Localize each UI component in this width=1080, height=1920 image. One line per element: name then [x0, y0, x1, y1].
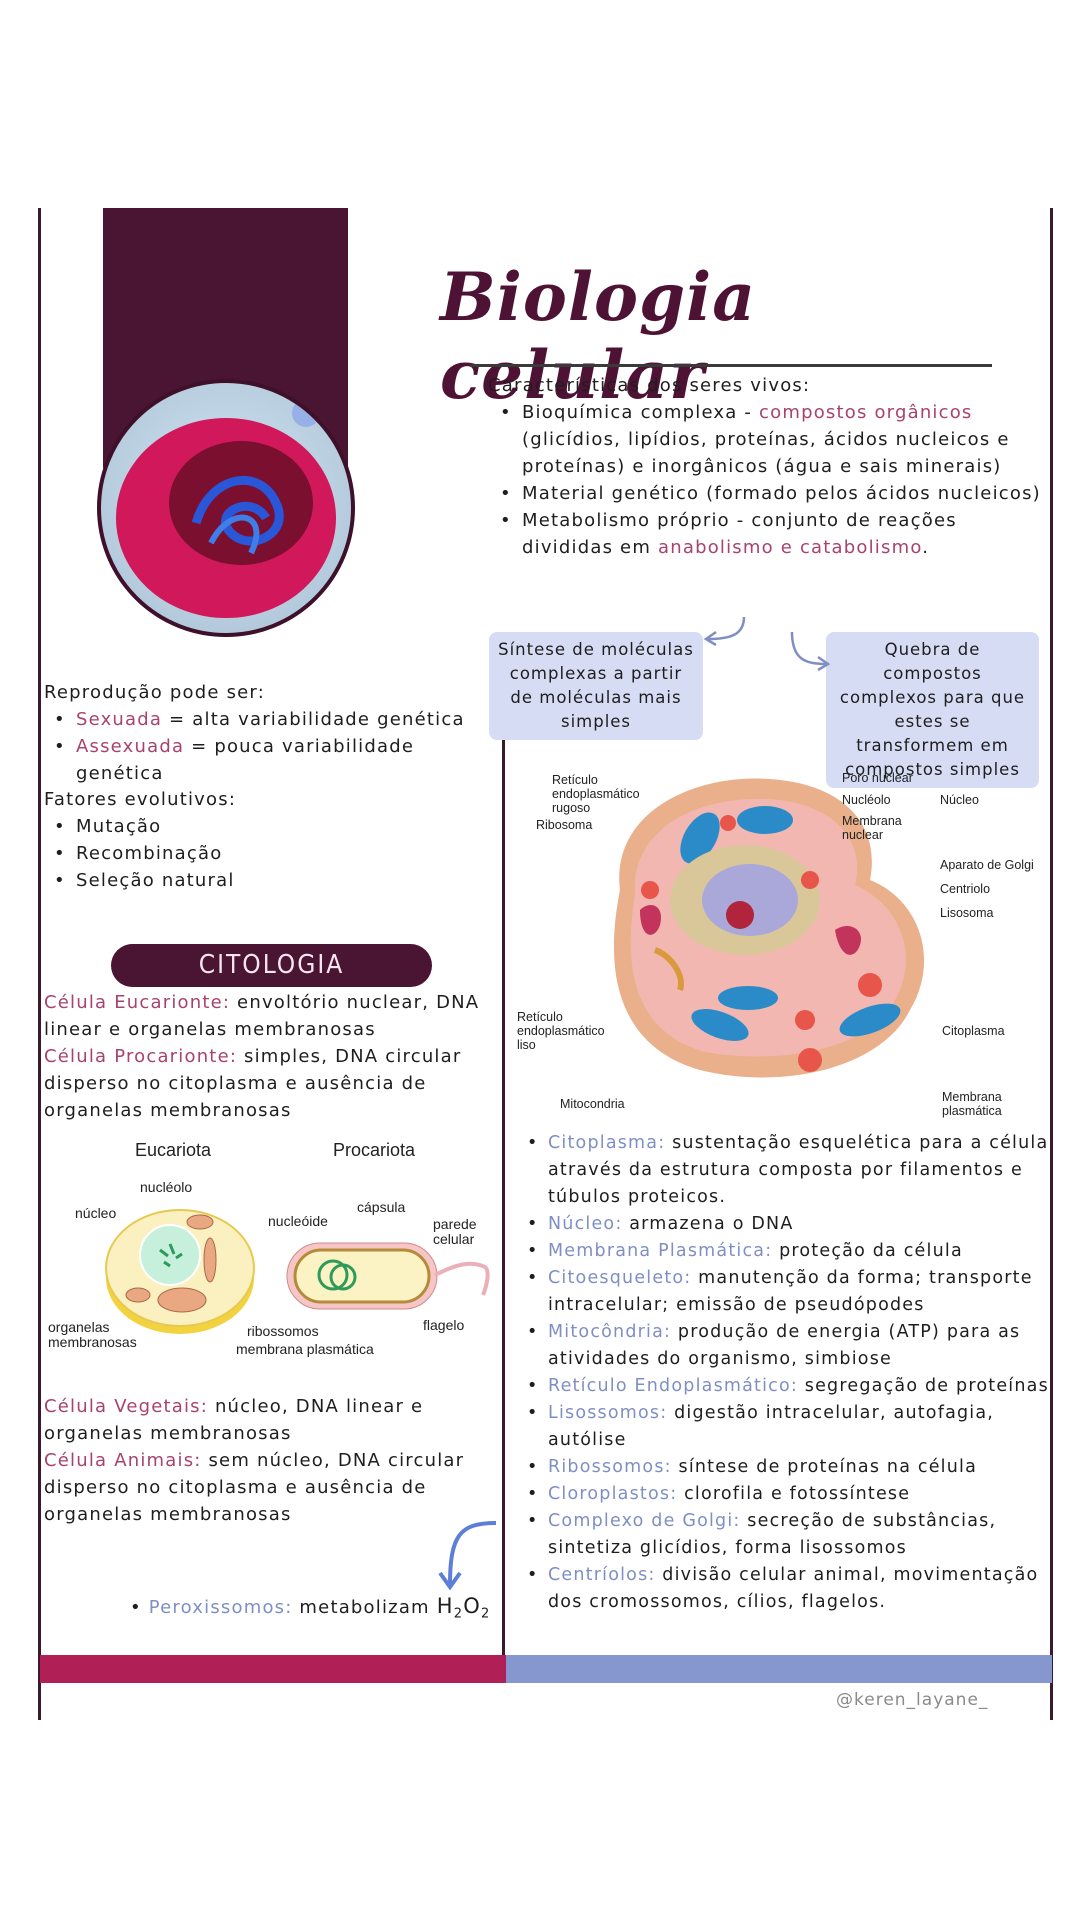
page-title: Biologia celular [440, 258, 756, 414]
frame-left-line [38, 208, 41, 1720]
label-nucleoide: nucleóide [268, 1213, 328, 1229]
label-ribosoma: Ribosoma [536, 818, 593, 832]
eucariota-diagram-icon [105, 1209, 255, 1334]
procarionte-def: Célula Procarionte: simples, DNA circula… [44, 1046, 462, 1121]
label-lisosoma: Lisosoma [940, 906, 994, 920]
fator-item: Recombinação [44, 840, 504, 867]
bullet: • [130, 1597, 149, 1618]
label-nucleo-cell: Núcleo [940, 793, 979, 807]
label-poro-nuclear: Poro nuclear [842, 771, 913, 785]
eucariota-title: Eucariota [135, 1140, 212, 1160]
label-ribossomos: ribossomos [247, 1323, 319, 1339]
animal-cell-illustration-icon [613, 778, 925, 1078]
procariota-title: Procariota [333, 1140, 416, 1160]
caracteristica-item: Metabolismo próprio - conjunto de reaçõe… [488, 507, 1048, 561]
label-flagelo: flagelo [423, 1317, 465, 1333]
label-centriolo: Centriolo [940, 882, 991, 896]
organela-item: Membrana Plasmática: proteção da célula [520, 1238, 1050, 1265]
reproducao-section: Reprodução pode ser: Sexuada = alta vari… [44, 679, 504, 787]
peroxissomos-item: • Peroxissomos: metabolizam H2O2 [130, 1594, 491, 1622]
frame-right-line [1050, 208, 1053, 1720]
cell-model-photo [97, 379, 355, 637]
eucarionte-def: Célula Eucarionte: envoltório nuclear, D… [44, 992, 480, 1040]
label-mitocondria: Mitocondria [560, 1097, 625, 1111]
organela-item: Citoesqueleto: manutenção da forma; tran… [520, 1265, 1050, 1319]
caracteristica-item: Bioquímica complexa - compostos orgânico… [488, 399, 1048, 480]
reproducao-item: Sexuada = alta variabilidade genética [44, 706, 504, 733]
title-underline [470, 364, 992, 367]
organela-item: Lisossomos: digestão intracelular, autof… [520, 1400, 1050, 1454]
procariota-diagram-icon [286, 1242, 490, 1310]
fator-item: Seleção natural [44, 867, 504, 894]
fatores-heading: Fatores evolutivos: [44, 789, 237, 810]
label-reticulo-rugoso: Retículo endoplasmático rugoso [552, 773, 640, 815]
label-nucleolo: nucléolo [140, 1179, 193, 1195]
caracteristica-item: Material genético (formado pelos ácidos … [488, 480, 1048, 507]
arrow-to-catabolismo-icon [790, 631, 831, 672]
footer-bar-blue [506, 1655, 1052, 1683]
arrow-to-anabolismo-icon [703, 616, 746, 647]
author-credit: @keren_layane_ [836, 1690, 989, 1710]
label-organelas: organelas membranosas [48, 1319, 137, 1350]
label-membrana-plasmatica-cell: Membrana plasmática [942, 1090, 1002, 1118]
reproducao-item: Assexuada = pouca variabilidade genética [44, 733, 504, 787]
caracteristicas-section: Características dos seres vivos: Bioquím… [488, 372, 1048, 561]
column-divider [502, 737, 505, 1655]
organela-item: Núcleo: armazena o DNA [520, 1211, 1050, 1238]
fatores-section: Fatores evolutivos: Mutação Recombinação… [44, 786, 504, 894]
anabolismo-note: Síntese de moléculas complexas a partir … [489, 632, 703, 740]
organela-item: Complexo de Golgi: secreção de substânci… [520, 1508, 1050, 1562]
label-capsula: cápsula [357, 1199, 406, 1215]
citologia-text: Célula Eucarionte: envoltório nuclear, D… [44, 989, 499, 1124]
label-membrana-plasmatica: membrana plasmática [236, 1341, 374, 1357]
cell-model-icon [116, 399, 336, 618]
organela-item: Retículo Endoplasmático: segregação de p… [520, 1373, 1050, 1400]
label-golgi: Aparato de Golgi [940, 858, 1034, 872]
arrow-to-peroxissomos-icon [438, 1521, 497, 1591]
organela-item: Citoplasma: sustentação esquelética para… [520, 1130, 1050, 1211]
caracteristicas-heading: Características dos seres vivos: [488, 375, 811, 396]
reproducao-heading: Reprodução pode ser: [44, 682, 265, 703]
label-membrana-nuclear: Membrana nuclear [842, 814, 902, 842]
citologia-heading: CITOLOGIA [111, 944, 432, 987]
organelas-list: Citoplasma: sustentação esquelética para… [520, 1130, 1050, 1616]
fator-item: Mutação [44, 813, 504, 840]
label-parede-celular: parede celular [433, 1216, 477, 1247]
organela-item: Mitocôndria: produção de energia (ATP) p… [520, 1319, 1050, 1373]
label-nucleo: núcleo [75, 1205, 117, 1221]
label-citoplasma-cell: Citoplasma [942, 1024, 1005, 1038]
vegetal-animal-text: Célula Vegetais: núcleo, DNA linear e or… [44, 1393, 484, 1528]
label-nucleolo-cell: Nucléolo [842, 793, 891, 807]
footer-bar-pink [40, 1655, 506, 1683]
animal-def: Célula Animais: sem núcleo, DNA circular… [44, 1450, 465, 1525]
vegetal-def: Célula Vegetais: núcleo, DNA linear e or… [44, 1396, 424, 1444]
organela-item: Cloroplastos: clorofila e fotossíntese [520, 1481, 1050, 1508]
label-reticulo-liso: Retículo endoplasmático liso [517, 1010, 605, 1052]
organela-item: Ribossomos: síntese de proteínas na célu… [520, 1454, 1050, 1481]
catabolismo-note: Quebra de compostos complexos para que e… [826, 632, 1039, 788]
organela-item: Centríolos: divisão celular animal, movi… [520, 1562, 1050, 1616]
